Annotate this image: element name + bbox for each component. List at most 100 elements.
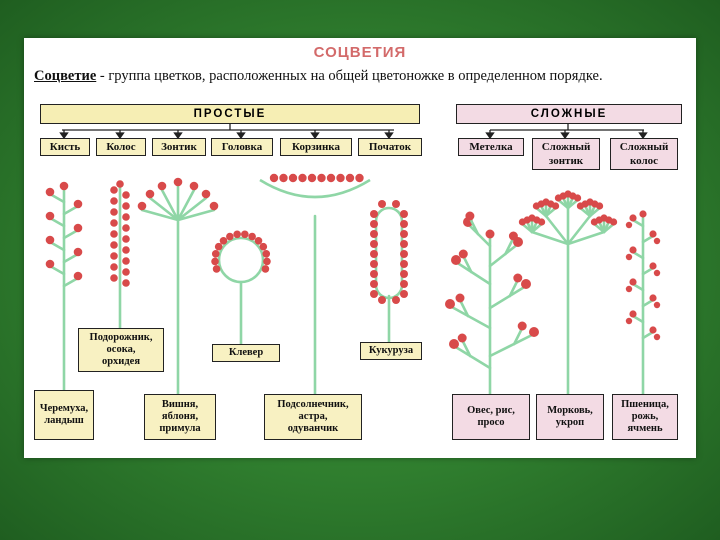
flower-dot bbox=[45, 187, 55, 197]
flower-dot bbox=[370, 220, 378, 228]
flower-dot bbox=[110, 208, 118, 216]
flower-dot bbox=[465, 211, 475, 221]
flower-dot bbox=[485, 229, 495, 239]
flower-dot bbox=[317, 173, 326, 183]
flower-dot bbox=[145, 189, 155, 199]
flower-dot bbox=[248, 232, 256, 241]
flower-dot bbox=[59, 181, 69, 191]
example-raceme: Черемуха, ландыш bbox=[34, 390, 94, 440]
flower-dot bbox=[517, 321, 527, 331]
definition-term: Соцветие bbox=[34, 68, 97, 84]
slide-title: СОЦВЕТИЯ bbox=[313, 44, 407, 61]
example-umbel: Вишня, яблоня, примула bbox=[144, 394, 216, 440]
flower-dot bbox=[212, 265, 221, 273]
type-panicle: Метелка bbox=[458, 138, 524, 156]
flower-dot bbox=[173, 177, 183, 187]
flower-dot bbox=[122, 279, 130, 287]
umbel-ray bbox=[176, 196, 208, 222]
flower-dot bbox=[653, 333, 661, 341]
plant-capitulum bbox=[259, 173, 371, 396]
flower-dot bbox=[122, 202, 130, 210]
panicle-branch bbox=[488, 242, 520, 268]
flower-dot bbox=[649, 326, 657, 334]
flower-dot bbox=[392, 200, 400, 208]
connector-arrows bbox=[59, 124, 648, 140]
flower-dot bbox=[157, 181, 167, 191]
flower-dot bbox=[110, 241, 118, 249]
flower-dot bbox=[392, 296, 400, 304]
flower-dot bbox=[521, 279, 531, 289]
flower-dot bbox=[219, 236, 228, 245]
type-spadix: Початок bbox=[358, 138, 422, 156]
definition: Соцветие - группа цветков, расположенных… bbox=[34, 68, 694, 85]
panicle-branch bbox=[488, 284, 528, 310]
flower-dot bbox=[378, 296, 386, 304]
example-head: Клевер bbox=[212, 344, 280, 362]
flower-dot bbox=[122, 191, 130, 199]
panicle-branch bbox=[466, 222, 492, 248]
flower-dot bbox=[370, 290, 378, 298]
umbellet-ray bbox=[588, 206, 601, 218]
flower-dot bbox=[73, 247, 83, 257]
flower-dot bbox=[137, 201, 147, 211]
flower-dot bbox=[261, 265, 270, 273]
type-umbel: Зонтик bbox=[152, 138, 206, 156]
umbellet-ray bbox=[566, 198, 579, 210]
flower-dot bbox=[639, 210, 647, 218]
flower-dot bbox=[378, 200, 386, 208]
type-capitulum: Корзинка bbox=[280, 138, 352, 156]
flower-dot bbox=[449, 339, 459, 349]
flower-dot bbox=[400, 240, 408, 248]
flower-dot bbox=[73, 199, 83, 209]
flower-dot bbox=[625, 221, 633, 229]
flower-dot bbox=[336, 173, 345, 183]
plant-spike bbox=[110, 180, 130, 330]
flower-dot bbox=[307, 173, 317, 183]
flower-dot bbox=[110, 186, 118, 194]
plant-spadix bbox=[370, 200, 408, 344]
flower-dot bbox=[400, 210, 408, 218]
flower-dot bbox=[110, 252, 118, 260]
arrow-head bbox=[236, 132, 246, 140]
panicle-subbranch bbox=[508, 278, 520, 298]
flower-dot bbox=[513, 273, 523, 283]
flower-dot bbox=[400, 250, 408, 258]
flower-dot bbox=[45, 211, 55, 221]
flower-dot bbox=[233, 230, 241, 239]
flower-dot bbox=[629, 310, 637, 318]
panicle-subbranch bbox=[504, 236, 515, 256]
flower-dot bbox=[653, 301, 661, 309]
flower-dot bbox=[400, 270, 408, 278]
type-raceme: Кисть bbox=[40, 138, 90, 156]
panicle-subbranch bbox=[512, 326, 524, 346]
umbel-ray bbox=[176, 188, 196, 222]
flower-dot bbox=[400, 280, 408, 288]
flower-dot bbox=[288, 173, 298, 183]
flower-dot bbox=[110, 263, 118, 271]
umbellet-ray bbox=[530, 222, 543, 234]
panicle-branch bbox=[488, 332, 536, 358]
flower-dot bbox=[370, 270, 378, 278]
capitulum-receptacle bbox=[259, 178, 371, 199]
flower-dot bbox=[574, 194, 582, 202]
flower-dot bbox=[370, 230, 378, 238]
panicle-branch bbox=[452, 344, 492, 370]
arrow-head bbox=[384, 132, 394, 140]
flower-dot bbox=[400, 260, 408, 268]
flower-dot bbox=[110, 219, 118, 227]
flower-dot bbox=[451, 255, 461, 265]
panicle-branch bbox=[454, 260, 492, 286]
flower-dot bbox=[625, 253, 633, 261]
compound-umbel-ray bbox=[566, 214, 592, 246]
umbellet-ray bbox=[602, 222, 615, 234]
flower-dot bbox=[625, 317, 633, 325]
flower-dot bbox=[298, 173, 307, 183]
flower-dot bbox=[529, 327, 539, 337]
flower-dot bbox=[73, 223, 83, 233]
plant-head bbox=[211, 230, 271, 346]
panicle-subbranch bbox=[458, 298, 470, 318]
panicle-branch bbox=[448, 304, 492, 330]
flower-dot bbox=[201, 189, 211, 199]
example-panicle: Овес, рис, просо bbox=[452, 394, 530, 440]
slide-panel: СОЦВЕТИЯ Соцветие - группа цветков, расп… bbox=[24, 38, 696, 458]
